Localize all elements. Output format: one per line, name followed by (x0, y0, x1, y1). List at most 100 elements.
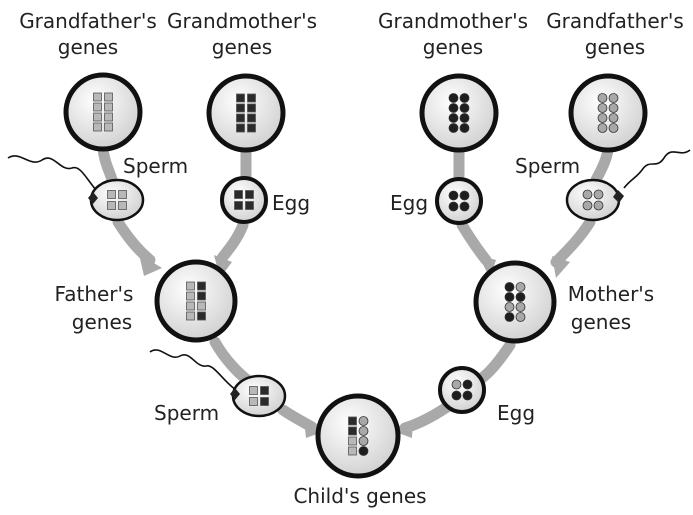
sperm-top-right-head (567, 180, 619, 220)
label-grandfather-left-line2: genes (58, 35, 118, 59)
arrow-sperm-to-father (118, 222, 150, 260)
label-child-genes: Child's genes (293, 484, 426, 508)
egg-bottom-gene (463, 380, 472, 389)
grandmother-left-gene (248, 94, 256, 102)
label-mother-line1: Mother's (568, 282, 654, 306)
sperm-bottom-gene (261, 398, 269, 406)
sperm-bottom-head (233, 376, 285, 416)
arrow-egg-left-to-father (222, 225, 243, 258)
grandmother-right-gene (460, 114, 469, 123)
arrow-grandfather-right-to-sperm (596, 150, 608, 180)
mother-gene (505, 283, 514, 292)
label-grandmother-right-line2: genes (423, 35, 483, 59)
sperm-top-right-gene (594, 190, 603, 199)
father-gene (198, 302, 206, 310)
father-gene (187, 302, 195, 310)
grandfather-left-gene (94, 123, 102, 131)
grandfather-left-gene (105, 123, 113, 131)
mother-genes-circle (476, 263, 554, 341)
arrow-mother-to-egg (482, 345, 510, 378)
grandfather-left-gene (94, 113, 102, 121)
egg-top-left-gene (235, 191, 243, 199)
egg-top-right-gene (460, 191, 469, 200)
grandmother-right-gene (460, 104, 469, 113)
label-sperm-top-left: Sperm (123, 154, 188, 178)
grandfather-left-gene (94, 103, 102, 111)
sperm-tail-top-right (624, 150, 690, 188)
grandmother-left-gene (237, 104, 245, 112)
child-gene (349, 427, 357, 435)
grandfather-right-gene (598, 94, 607, 103)
grandfather-left-genes-circle (66, 75, 140, 149)
egg-top-right-circle (437, 179, 481, 223)
arrow-grandfather-left-to-sperm (103, 148, 112, 180)
egg-bottom-gene (463, 391, 472, 400)
label-egg-top-left: Egg (272, 191, 310, 215)
grandfather-right-gene (598, 124, 607, 133)
mother-gene (505, 303, 514, 312)
grandfather-right-gene (609, 124, 618, 133)
egg-bottom-gene (452, 391, 461, 400)
arrowhead-mother-right (552, 256, 570, 278)
arrow-sperm-right-to-mother (556, 222, 590, 262)
grandmother-right-gene (460, 94, 469, 103)
mother-gene (505, 313, 514, 322)
grandmother-right-gene (460, 124, 469, 133)
grandfather-right-gene (609, 94, 618, 103)
label-grandfather-left-line1: Grandfather's (19, 9, 157, 33)
sperm-top-left-gene (119, 202, 127, 210)
father-gene (187, 312, 195, 320)
label-mother-line2: genes (571, 310, 631, 334)
mother-gene (516, 313, 525, 322)
mother-gene (505, 293, 514, 302)
grandfather-right-gene (598, 114, 607, 123)
grandmother-left-gene (248, 124, 256, 132)
grandmother-right-gene (449, 114, 458, 123)
child-gene (349, 417, 357, 425)
child-gene (359, 417, 368, 426)
mother-gene (516, 283, 525, 292)
child-genes-circle (318, 396, 398, 476)
grandfather-left-gene (105, 93, 113, 101)
father-gene (187, 292, 195, 300)
label-egg-top-right: Egg (390, 191, 428, 215)
child-gene (359, 427, 368, 436)
egg-top-right-gene (449, 191, 458, 200)
sperm-bottom-gene (261, 387, 269, 395)
sperm-tail-top-left (8, 156, 96, 190)
child-gene (349, 437, 357, 445)
sperm-top-left-gene (108, 191, 116, 199)
mother-gene (516, 293, 525, 302)
father-gene (198, 282, 206, 290)
grandmother-left-genes-circle (209, 76, 283, 150)
label-grandfather-right-line1: Grandfather's (546, 9, 684, 33)
father-gene (187, 282, 195, 290)
sperm-bottom-gene (250, 387, 258, 395)
child-gene (349, 447, 357, 455)
egg-bottom-circle (440, 368, 484, 412)
egg-top-right-gene (460, 202, 469, 211)
label-egg-bottom: Egg (497, 401, 535, 425)
grandmother-left-gene (237, 94, 245, 102)
grandfather-right-genes-circle (571, 76, 645, 150)
sperm-top-left-head (91, 180, 143, 220)
grandfather-left-gene (105, 113, 113, 121)
child-gene (359, 437, 368, 446)
sperm-top-right-gene (583, 201, 592, 210)
sperm-bottom-gene (250, 398, 258, 406)
sperm-top-left-gene (119, 191, 127, 199)
father-gene (198, 292, 206, 300)
grandmother-left-gene (248, 114, 256, 122)
grandfather-right-gene (609, 104, 618, 113)
grandmother-left-gene (237, 124, 245, 132)
grandmother-left-gene (248, 104, 256, 112)
sperm-top-right-gene (594, 201, 603, 210)
grandfather-right-gene (598, 104, 607, 113)
label-sperm-bottom: Sperm (154, 401, 219, 425)
label-father-line2: genes (72, 310, 132, 334)
label-grandmother-left-line2: genes (212, 35, 272, 59)
egg-top-left-circle (222, 178, 266, 222)
sperm-top-left-gene (108, 202, 116, 210)
grandfather-right-gene (609, 114, 618, 123)
